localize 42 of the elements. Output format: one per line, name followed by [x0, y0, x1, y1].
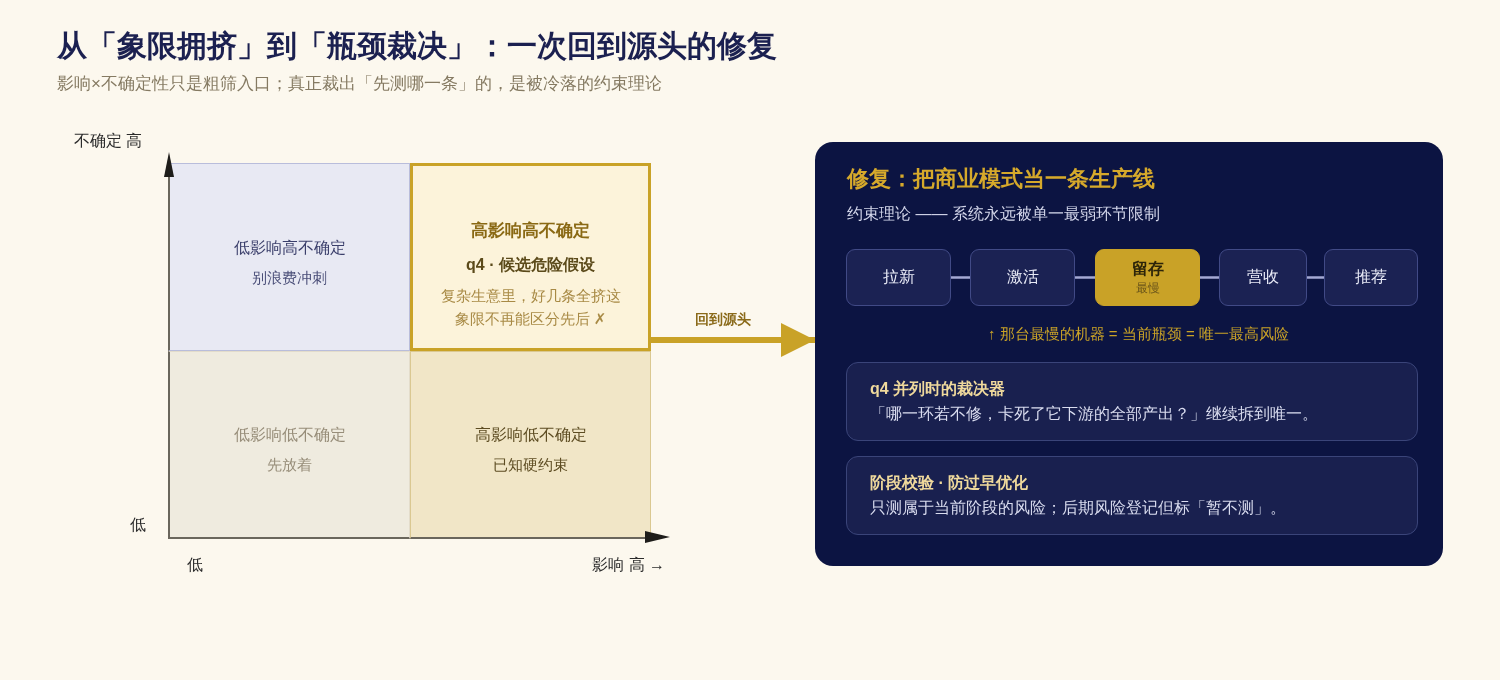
connector-line: [1307, 276, 1324, 279]
quadrant-title: 低影响高不确定: [233, 237, 346, 258]
matrix-quadrant: [410, 163, 651, 351]
stage-box: 推荐: [1324, 249, 1418, 306]
connector-line: [1200, 276, 1219, 279]
card-heading: q4 并列时的裁决器: [870, 378, 1006, 399]
info-card: [846, 362, 1418, 441]
arrow: [651, 323, 815, 357]
quadrant-title: 高影响高不确定: [471, 220, 590, 243]
card-text: 只测属于当前阶段的风险；后期风险登记但标「暂不测」。: [870, 498, 1286, 519]
quadrant-note: 已知硬约束: [493, 455, 568, 475]
panel-title: 修复：把商业模式当一条生产线: [847, 165, 1155, 193]
bottleneck-note: ↑ 那台最慢的机器 = 当前瓶颈 = 唯一最高风险: [988, 324, 1289, 344]
axis-label: 低: [187, 555, 203, 575]
quadrant-note: 别浪费冲刺: [252, 267, 327, 288]
stage-box: 激活: [970, 249, 1075, 306]
card-heading: 阶段校验 · 防过早优化: [870, 472, 1029, 493]
axis-label: 低: [130, 515, 146, 535]
card-text: 「哪一环若不修，卡死了它下游的全部产出？」继续拆到唯一。: [870, 404, 1318, 425]
stage-box: 拉新: [846, 249, 951, 306]
connector-line: [1075, 276, 1095, 279]
edge-label: 回到源头: [692, 310, 754, 328]
quadrant-subtitle: q4 · 候选危险假设: [466, 255, 595, 276]
info-panel: [815, 142, 1443, 566]
stage-box: 营收: [1219, 249, 1307, 306]
connector-line: [951, 276, 970, 279]
axis-label: 影响 高 →: [592, 555, 665, 575]
panel-subtitle: 约束理论 —— 系统永远被单一最弱环节限制: [847, 204, 1160, 224]
quadrant-note: 复杂生意里，好几条全挤这象限不再能区分先后 ✗: [439, 285, 622, 329]
matrix-quadrant: [410, 351, 651, 539]
matrix-quadrant: [168, 163, 410, 351]
page-title: 从「象限拥挤」到「瓶颈裁决」：一次回到源头的修复: [57, 28, 777, 64]
matrix-quadrant: [168, 351, 410, 539]
axis-label: 不确定 高: [74, 131, 143, 151]
stage-box: [1095, 249, 1200, 306]
info-card: [846, 456, 1418, 535]
stage-label: 留存: [1131, 258, 1164, 279]
page-subtitle: 影响×不确定性只是粗筛入口；真正裁出「先测哪一条」的，是被冷落的约束理论: [57, 73, 662, 95]
quadrant-title: 高影响低不确定: [474, 425, 587, 446]
quadrant-note: 先放着: [267, 455, 312, 475]
quadrant-title: 低影响低不确定: [233, 425, 346, 446]
stage-caption: 最慢: [1135, 280, 1160, 297]
